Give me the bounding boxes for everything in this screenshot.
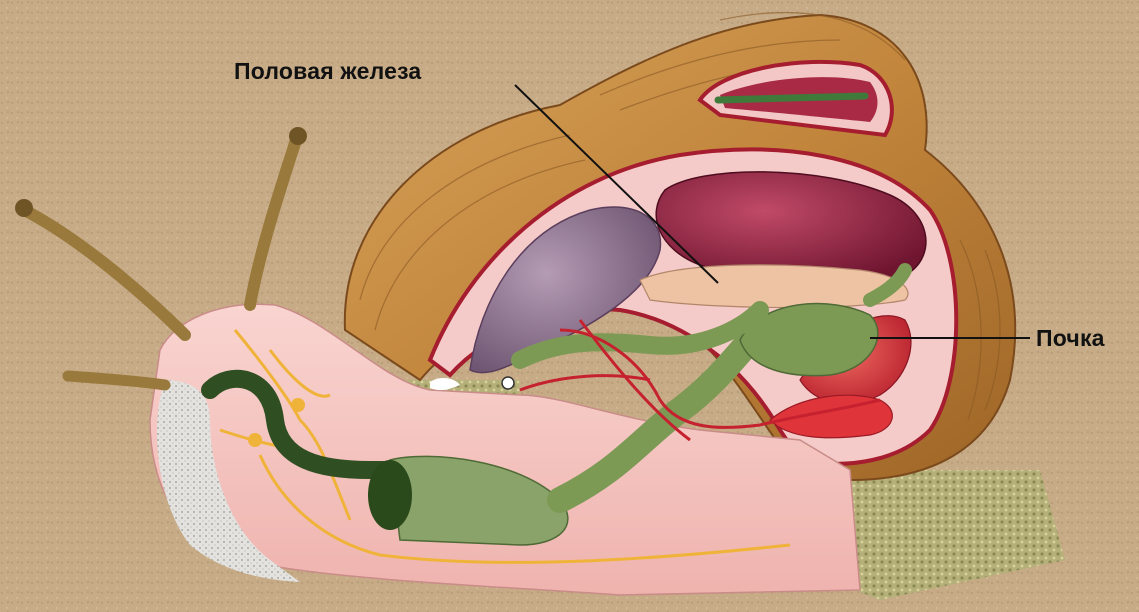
crop-opening xyxy=(368,460,412,530)
label-kidney: Почка xyxy=(1036,325,1105,352)
nerve-ganglion-upper xyxy=(291,398,305,412)
upper-coil-duct xyxy=(718,96,865,100)
label-gonad: Половая железа xyxy=(234,58,421,85)
eye-right xyxy=(289,127,307,145)
anus-opening xyxy=(502,377,514,389)
eye-left xyxy=(15,199,33,217)
nerve-ganglion-lower xyxy=(248,433,262,447)
